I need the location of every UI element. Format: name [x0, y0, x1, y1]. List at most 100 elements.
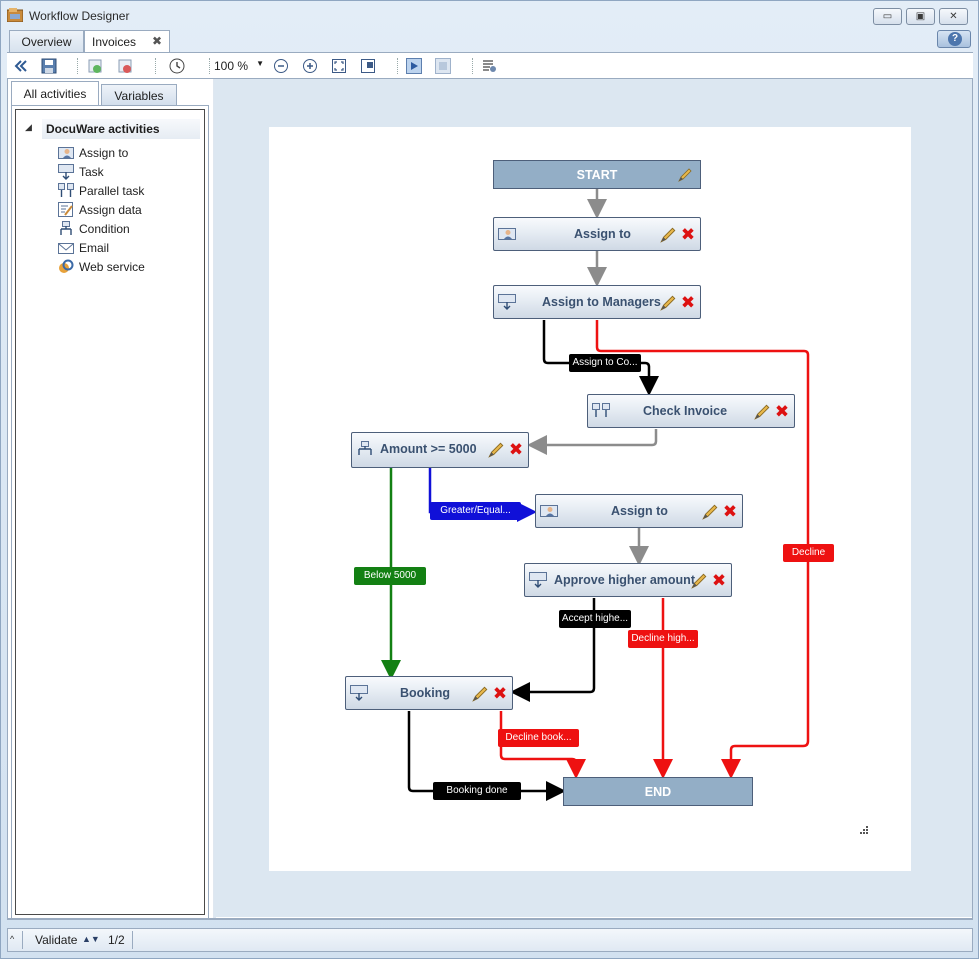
edge-label-accept-higher[interactable]: Accept highe...: [559, 610, 631, 628]
delete-x-icon[interactable]: ✖: [492, 684, 508, 703]
connector-managers-decline: [595, 320, 810, 779]
import-icon: [88, 59, 102, 73]
edge-label-text: Greater/Equal...: [440, 505, 511, 516]
collapse-triangle-icon[interactable]: ◢: [25, 122, 32, 132]
condition-icon: [358, 441, 372, 455]
delete-x-icon[interactable]: ✖: [680, 293, 696, 312]
node-label: Amount >= 5000: [380, 442, 477, 456]
window-title: Workflow Designer: [29, 9, 130, 23]
title-bar: Workflow Designer ▭ ▣ ✕: [1, 1, 978, 29]
tab-label: Variables: [114, 89, 164, 103]
node-assign-to[interactable]: Assign to ✖: [493, 217, 701, 251]
settings-button[interactable]: [479, 56, 499, 76]
activity-condition[interactable]: Condition: [58, 220, 130, 238]
status-bar: ^ Validate ▲▼ 1/2: [7, 928, 973, 952]
edge-label-assign-to-co[interactable]: Assign to Co...: [569, 354, 641, 372]
restore-icon: ▣: [915, 10, 926, 22]
activity-task[interactable]: Task: [58, 163, 104, 181]
status-separator: [132, 931, 133, 949]
tab-all-activities[interactable]: All activities: [11, 81, 99, 107]
zoom-out-button[interactable]: [271, 56, 291, 76]
import-button[interactable]: [85, 56, 105, 76]
stop-button[interactable]: [433, 56, 453, 76]
activity-assign-data[interactable]: Assign data: [58, 201, 142, 219]
activity-label: Assign data: [79, 203, 142, 217]
assign-to-icon: [498, 228, 516, 240]
status-separator: [22, 931, 23, 949]
export-button[interactable]: [115, 56, 135, 76]
delete-x-icon[interactable]: ✖: [680, 225, 696, 244]
edge-label-booking-done[interactable]: Booking done: [433, 782, 521, 800]
edge-label-decline-higher[interactable]: Decline high...: [628, 630, 698, 648]
edge-label-text: Decline book...: [505, 732, 572, 743]
edit-pencil-icon[interactable]: [659, 226, 677, 244]
condition-icon: [58, 221, 74, 237]
run-button[interactable]: [404, 56, 424, 76]
edge-label-greater-equal[interactable]: Greater/Equal...: [430, 502, 521, 520]
zoom-in-button[interactable]: [300, 56, 320, 76]
delete-x-icon[interactable]: ✖: [508, 440, 524, 459]
activity-parallel-task[interactable]: Parallel task: [58, 182, 144, 200]
activities-tree: ◢ DocuWare activities Assign to Task: [15, 109, 205, 915]
edit-pencil-icon[interactable]: [753, 403, 771, 421]
validate-button[interactable]: Validate: [35, 933, 78, 947]
help-button[interactable]: ?: [937, 30, 971, 48]
node-check-invoice[interactable]: Check Invoice ✖: [587, 394, 795, 428]
main-area: All activities Variables ◢ DocuWare acti…: [7, 78, 973, 920]
activity-label: Condition: [79, 222, 130, 236]
edit-pencil-icon[interactable]: [659, 294, 677, 312]
chevron-up-icon[interactable]: ^: [10, 934, 15, 944]
start-node[interactable]: START: [493, 160, 701, 189]
node-amount-condition[interactable]: Amount >= 5000 ✖: [351, 432, 529, 468]
connector-approve-accept: [510, 598, 596, 702]
start-label: START: [576, 168, 618, 182]
overview-window-button[interactable]: [358, 56, 378, 76]
fit-to-window-icon: [332, 59, 346, 73]
edit-pencil-icon[interactable]: [701, 503, 719, 521]
resize-grip-icon[interactable]: [859, 825, 869, 835]
fit-to-window-button[interactable]: [329, 56, 349, 76]
collapse-panel-button[interactable]: [11, 56, 31, 76]
node-assign-to-2[interactable]: Assign to ✖: [535, 494, 743, 528]
edge-label-decline[interactable]: Decline: [783, 544, 834, 562]
toolbar-separator: [472, 58, 473, 74]
delete-x-icon[interactable]: ✖: [774, 402, 790, 421]
settings-list-icon: [483, 60, 496, 72]
up-down-arrows-icon[interactable]: ▲▼: [82, 934, 100, 944]
node-booking[interactable]: Booking ✖: [345, 676, 513, 710]
close-window-button[interactable]: ✕: [939, 8, 968, 25]
activities-panel: ◢ DocuWare activities Assign to Task: [11, 105, 209, 919]
history-button[interactable]: [167, 56, 187, 76]
delete-x-icon[interactable]: ✖: [711, 571, 727, 590]
node-label: Check Invoice: [643, 404, 728, 418]
tab-variables[interactable]: Variables: [101, 84, 177, 105]
tree-root-docuware-activities[interactable]: DocuWare activities: [42, 119, 200, 139]
edit-pencil-icon[interactable]: [471, 685, 489, 703]
end-node[interactable]: END: [563, 777, 753, 806]
edit-pencil-icon[interactable]: [677, 167, 693, 183]
activity-email[interactable]: Email: [58, 239, 109, 257]
activity-web-service[interactable]: Web service: [58, 258, 145, 276]
tab-invoices[interactable]: Invoices ✖: [84, 30, 170, 52]
restore-button[interactable]: ▣: [906, 8, 935, 25]
delete-x-icon[interactable]: ✖: [722, 502, 738, 521]
save-button[interactable]: [39, 56, 59, 76]
edge-label-below-5000[interactable]: Below 5000: [354, 567, 426, 585]
tab-overview[interactable]: Overview: [9, 30, 84, 52]
minimize-button[interactable]: ▭: [873, 8, 902, 25]
close-tab-icon[interactable]: ✖: [151, 34, 162, 48]
node-label: Booking: [400, 686, 450, 700]
tab-label: Invoices: [92, 35, 137, 49]
overview-window-icon: [361, 59, 375, 73]
activity-label: Parallel task: [79, 184, 145, 198]
edge-label-decline-booking[interactable]: Decline book...: [498, 729, 579, 747]
edit-pencil-icon[interactable]: [487, 441, 505, 459]
edit-pencil-icon[interactable]: [690, 572, 708, 590]
activity-assign-to[interactable]: Assign to: [58, 144, 128, 162]
edge-label-text: Below 5000: [363, 570, 417, 581]
zoom-select[interactable]: 100 % ▼: [214, 57, 266, 75]
canvas-bottom-border: [8, 918, 972, 919]
node-assign-to-managers[interactable]: Assign to Managers ✖: [493, 285, 701, 319]
node-approve-higher-amount[interactable]: Approve higher amount ✖: [524, 563, 732, 597]
